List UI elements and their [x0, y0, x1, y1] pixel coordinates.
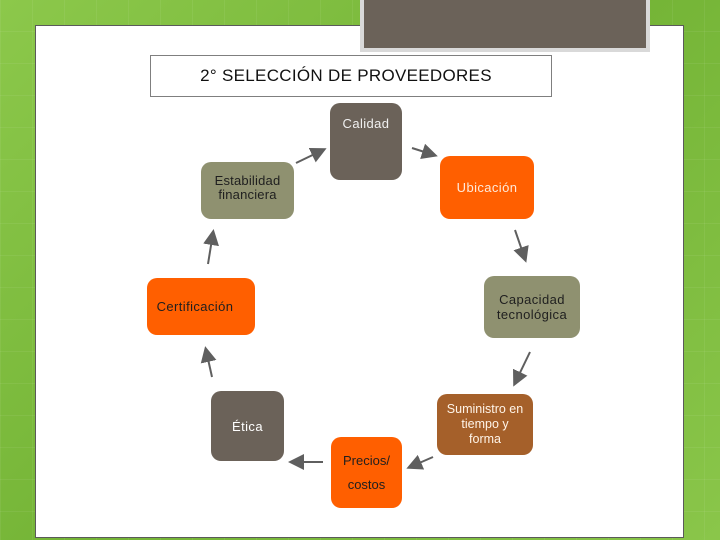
node-estabilidad-label: Estabilidad financiera — [214, 173, 281, 202]
node-capacidad: Capacidad tecnológica — [484, 276, 580, 338]
node-calidad: Calidad — [330, 103, 402, 180]
arrow-capacidad-to-suministro — [513, 351, 531, 387]
arrow-ubicacion-to-capacidad — [513, 229, 529, 263]
node-precios-label: Precios/ costos — [343, 452, 390, 492]
title-box: 2° SELECCIÓN DE PROVEEDORES — [150, 55, 552, 97]
node-certificacion: Certificación — [147, 278, 255, 335]
arrow-estabilidad-to-calidad — [295, 147, 327, 164]
node-calidad-label: Calidad — [342, 116, 390, 131]
arrow-suministro-to-precios — [406, 454, 434, 470]
arrow-calidad-to-ubicacion — [411, 143, 438, 159]
node-ubicacion: Ubicación — [440, 156, 534, 219]
node-suministro: Suministro en tiempo y forma — [437, 394, 533, 455]
node-etica-label: Ética — [232, 418, 263, 434]
node-estabilidad: Estabilidad financiera — [201, 162, 294, 219]
node-capacidad-label: Capacidad tecnológica — [496, 292, 568, 322]
node-ubicacion-label: Ubicación — [456, 180, 518, 195]
node-etica: Ética — [211, 391, 284, 461]
diagram-title: 2° SELECCIÓN DE PROVEEDORES — [200, 66, 492, 85]
node-certificacion-label: Certificación — [156, 299, 234, 314]
arrow-certificacion-to-estabilidad — [203, 229, 219, 265]
node-precios: Precios/ costos — [331, 437, 402, 508]
node-suministro-label: Suministro en tiempo y forma — [446, 402, 524, 446]
decorative-header-block — [360, 0, 650, 52]
arrow-etica-to-certificacion — [200, 346, 217, 378]
